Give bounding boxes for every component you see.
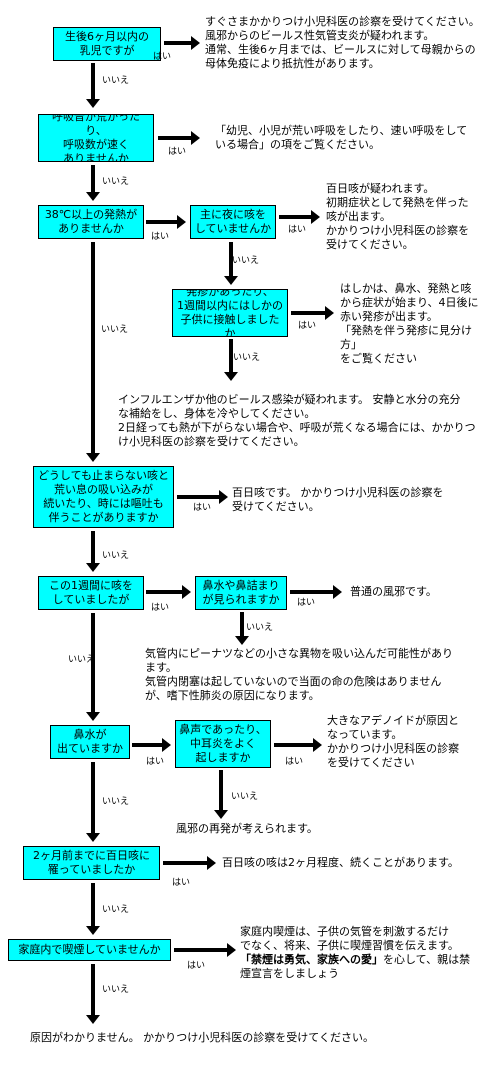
smoking-advice-tail: を心して、親は禁 煙宣言をしましょう [240,953,471,980]
label-no: いいえ [102,985,130,995]
label-no: いいえ [102,177,130,187]
label-no: いいえ [102,551,130,561]
arrow-no [224,339,238,381]
question-fever-38: 38℃以上の発熱が ありませんか [38,205,144,239]
result-pertussis-suspected: 百日咳が疑われます。 初期症状として発熱を伴った 咳が出ます。 かかりつけ小児科… [326,182,470,251]
label-yes: はい [172,878,191,888]
arrow-no [86,883,100,935]
label-no: いいえ [231,792,259,802]
question-smoking-at-home: 家庭内で喫煙していませんか [8,939,171,961]
arrow-yes [158,131,200,145]
arrow-no [235,612,249,645]
result-see-rough-breathing-section: 「幼児、小児が荒い呼吸をしたり、速い呼吸をして いる場合」の項をご覧ください。 [215,124,468,151]
label-yes: はい [193,503,212,513]
arrow-no [86,762,100,842]
label-yes: はい [285,757,304,767]
label-no: いいえ [102,76,130,86]
question-rough-breathing: 呼吸音が荒かったり、 呼吸数が速く ありませんか [38,114,154,162]
arrow-no [86,242,100,462]
label-yes: はい [153,52,172,62]
smoking-advice-text: 家庭内喫煙は、子供の気管を刺激するだけ でなく、将来、子供に喫煙習慣を伝えます。 [240,925,459,952]
arrow-no [86,63,100,108]
label-no: いいえ [246,623,274,633]
question-rash-measles-contact: 発疹があったり、 1週間以内にはしかの 子供に接触しましたか [172,289,288,337]
arrow-yes [291,306,334,320]
result-common-cold: 普通の風邪です。 [350,585,437,598]
label-no: いいえ [233,353,261,363]
label-yes: はい [151,232,170,242]
question-infant-under-6-months: 生後6ヶ月以内の 乳児ですが [53,27,161,61]
arrow-no [86,165,100,201]
question-night-cough: 主に夜に咳を していませんか [190,205,276,239]
result-pertussis: 百日咳です。 かかりつけ小児科医の診察を 受けてください。 [232,486,444,513]
arrow-yes [279,210,320,224]
label-no: いいえ [68,655,96,665]
result-cold-relapse: 風邪の再発が考えられます。 [176,822,318,835]
arrow-yes [146,215,186,229]
result-smoking-advice: 家庭内喫煙は、子供の気管を刺激するだけ でなく、将来、子供に喫煙習慣を伝えます。… [240,925,492,981]
arrow-no [224,242,238,285]
question-nasal-voice-otitis: 鼻声であったり、 中耳炎をよく 起しますか [175,720,271,768]
arrow-no [86,964,100,1024]
result-unknown-cause: 原因がわかりません。 かかりつけ小児科医の診察を受けてください。 [30,1031,374,1044]
label-yes: はい [187,961,206,971]
label-no: いいえ [101,325,129,335]
label-no: いいえ [232,256,260,266]
label-yes: はい [298,321,317,331]
arrow-no [86,613,100,721]
label-yes: はい [297,598,316,608]
arrow-no [214,770,228,819]
smoking-slogan: 「禁煙は勇気、家族への愛」 [240,953,383,966]
arrow-yes [274,738,322,752]
arrow-yes [146,585,191,599]
label-yes: はい [168,147,187,157]
question-runny-nose: 鼻水が 出ていますか [50,725,130,759]
result-measles: はしかは、鼻水、発熱と咳 から症状が始まり、4日後に 赤い発疹が出ます。 「発熱… [340,282,479,365]
arrow-yes [164,36,200,50]
arrow-yes [177,490,228,504]
arrow-yes [174,943,236,957]
result-pertussis-cough-duration: 百日咳の咳は2ヶ月程度、続くことがあります。 [222,856,459,869]
result-infant-bronchitis: すぐさまかかりつけ小児科医の診察を受けてください。 風邪からのビールス性気管支炎… [205,15,480,70]
result-adenoids: 大きなアデノイドが原因と なっています。 かかりつけ小児科医の診察 を受けてくだ… [327,714,460,769]
question-runny-nose-congestion: 鼻水や鼻詰まり が見られますか [195,576,287,610]
result-influenza: インフルエンザか他のビールス感染が疑われます。 安静と水分の充分 な補給をし、身… [118,393,476,448]
label-yes: はい [288,225,307,235]
label-no: いいえ [102,797,130,807]
arrow-no [86,531,100,572]
label-no: いいえ [102,905,130,915]
result-foreign-body: 気管内にピーナツなどの小さな異物を吸い込んだ可能性があり ます。 気管内閉塞は起… [145,647,453,702]
question-persistent-cough: どうしても止まらない咳と 荒い息の吸い込みが 続いたり、時には嘔吐も 伴うことが… [33,466,174,528]
arrow-yes [163,856,216,870]
question-cough-this-week: この1週間に咳を していましたが [38,576,144,610]
label-yes: はい [146,757,165,767]
arrow-yes [132,738,171,752]
label-yes: はい [151,603,170,613]
arrow-yes [290,585,342,599]
question-pertussis-history: 2ヶ月前までに百日咳に 罹っていましたか [23,846,160,880]
